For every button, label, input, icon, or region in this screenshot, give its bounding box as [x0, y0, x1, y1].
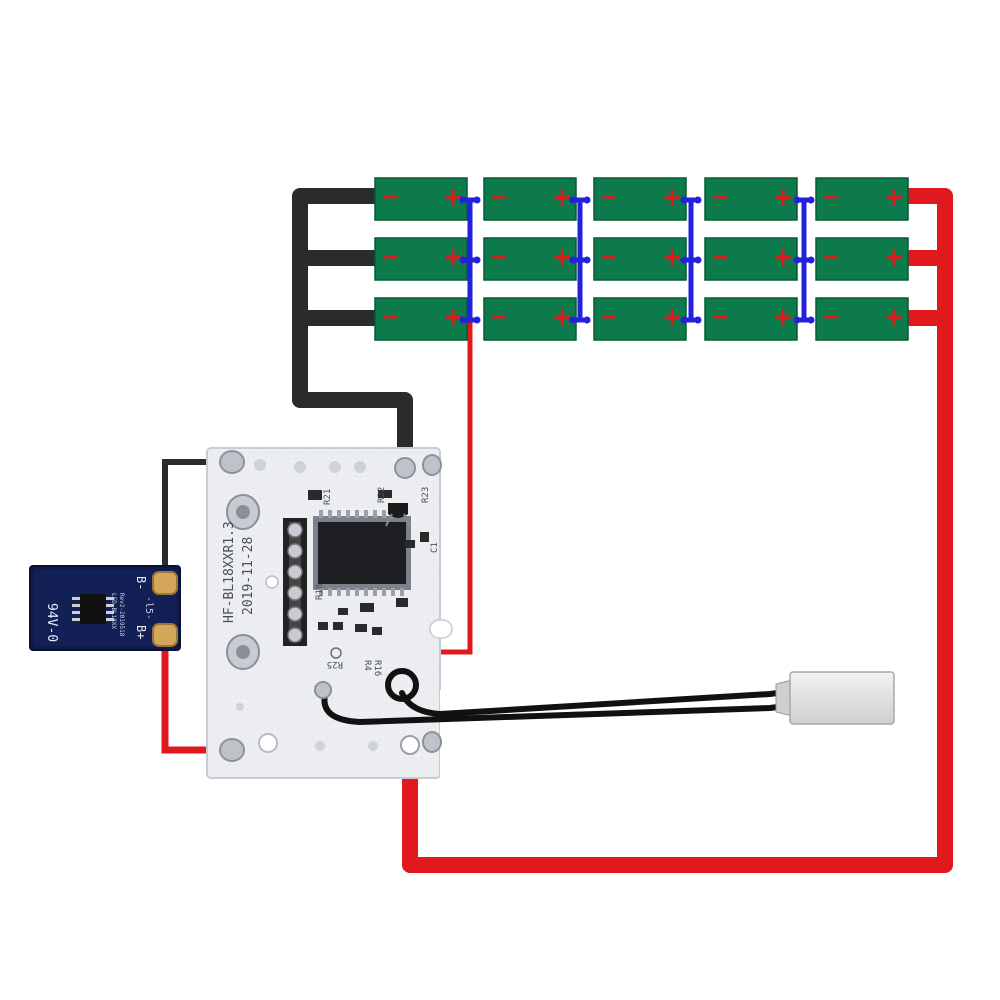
cell-negative-symbol: −	[711, 245, 729, 270]
cell-link	[680, 196, 702, 324]
cell-negative-symbol: −	[490, 245, 508, 270]
cell-positive-symbol: +	[773, 303, 793, 331]
cell-link	[793, 196, 815, 324]
pcb-pad-bminus	[219, 450, 245, 474]
cell-positive-symbol: +	[552, 183, 572, 211]
battery-cells: −+−+−+−+−+−+−+−+−+−+−+−+−+−+−+	[374, 177, 909, 341]
pcb-label-c1: C1	[430, 542, 440, 553]
cell-positive-symbol: +	[773, 183, 793, 211]
pcb-pad-bminus-main	[394, 457, 416, 479]
cell-positive-symbol: +	[662, 303, 682, 331]
battery-cell: −+	[704, 177, 798, 221]
battery-cell: −+	[815, 177, 909, 221]
pcb-label-r22: R22	[377, 487, 387, 503]
positive-bus-wire	[402, 188, 953, 873]
small-board-digits: -l5-	[143, 596, 154, 620]
battery-cell: −+	[374, 177, 468, 221]
pcb-label-r25: R25	[327, 659, 343, 669]
cell-positive-symbol: +	[884, 243, 904, 271]
series-link-wires	[459, 196, 815, 324]
thermistor-plug	[775, 671, 895, 725]
cell-negative-symbol: −	[600, 185, 618, 210]
small-board-negative-wire	[162, 459, 222, 580]
pcb-pad-bplus-main	[400, 735, 420, 755]
pad-b-minus-label: B-	[134, 576, 148, 590]
battery-cell: −+	[593, 177, 687, 221]
cell-positive-symbol: +	[662, 243, 682, 271]
cell-positive-symbol: +	[443, 243, 463, 271]
cell-positive-symbol: +	[443, 303, 463, 331]
cell-negative-symbol: −	[711, 185, 729, 210]
cell-positive-symbol: +	[884, 303, 904, 331]
cell-negative-symbol: −	[822, 245, 840, 270]
small-board-text-2: Rev2-2019518	[118, 593, 125, 637]
transistor	[385, 503, 411, 527]
cell-positive-symbol: +	[884, 183, 904, 211]
led-chip	[80, 594, 106, 624]
main-ic-chip	[313, 516, 411, 590]
cell-positive-symbol: +	[552, 243, 572, 271]
pad-b-minus	[152, 571, 178, 595]
led-indicator-board: B- B+ 94V-0 LED-BL18XX Rev2-2019518 -l5-	[29, 565, 181, 651]
pcb-label-r16: R16	[372, 660, 382, 676]
pcb-pad-thermistor	[314, 681, 332, 699]
cell-positive-symbol: +	[552, 303, 572, 331]
cell-negative-symbol: −	[711, 305, 729, 330]
battery-cell: −+	[815, 297, 909, 341]
cell-positive-symbol: +	[443, 183, 463, 211]
battery-cell: −+	[374, 297, 468, 341]
battery-cell: −+	[483, 177, 577, 221]
negative-bus-wire	[292, 188, 413, 473]
cell-negative-symbol: −	[381, 185, 399, 210]
pcb-label-r4: R4	[362, 660, 372, 671]
battery-cell: −+	[483, 297, 577, 341]
main-pcb-board: HF-BL18XXR1.3 2019-11-28 R21 R22 R23 R25…	[206, 447, 458, 779]
battery-cell: −+	[704, 237, 798, 281]
small-board-positive-wire	[161, 633, 222, 754]
battery-cell: −+	[704, 297, 798, 341]
small-board-text-1: LED-BL18XX	[110, 593, 117, 630]
cell-negative-symbol: −	[381, 245, 399, 270]
cell-link	[569, 196, 591, 324]
pcb-label-r18: R18	[315, 584, 325, 600]
pcb-pad-bplus	[219, 738, 245, 762]
pcb-date-text: 2019-11-28	[241, 537, 256, 615]
battery-cell: −+	[483, 237, 577, 281]
battery-cell: −+	[593, 237, 687, 281]
cell-negative-symbol: −	[822, 305, 840, 330]
pcb-model-text: HF-BL18XXR1.3	[222, 521, 237, 623]
cell-positive-symbol: +	[773, 243, 793, 271]
battery-cell: −+	[593, 297, 687, 341]
battery-cell: −+	[815, 237, 909, 281]
pcb-label-r23: R23	[421, 487, 431, 503]
cell-negative-symbol: −	[600, 245, 618, 270]
small-board-mark: 94V-0	[44, 603, 59, 642]
cell-link	[459, 196, 481, 324]
cell-negative-symbol: −	[490, 305, 508, 330]
pcb-label-r21: R21	[323, 489, 333, 505]
cell-positive-symbol: +	[662, 183, 682, 211]
pad-b-plus	[152, 623, 178, 647]
cell-negative-symbol: −	[381, 305, 399, 330]
cell-negative-symbol: −	[490, 185, 508, 210]
pad-b-plus-label: B+	[134, 625, 148, 639]
battery-cell: −+	[374, 237, 468, 281]
cell-negative-symbol: −	[600, 305, 618, 330]
cell-negative-symbol: −	[822, 185, 840, 210]
